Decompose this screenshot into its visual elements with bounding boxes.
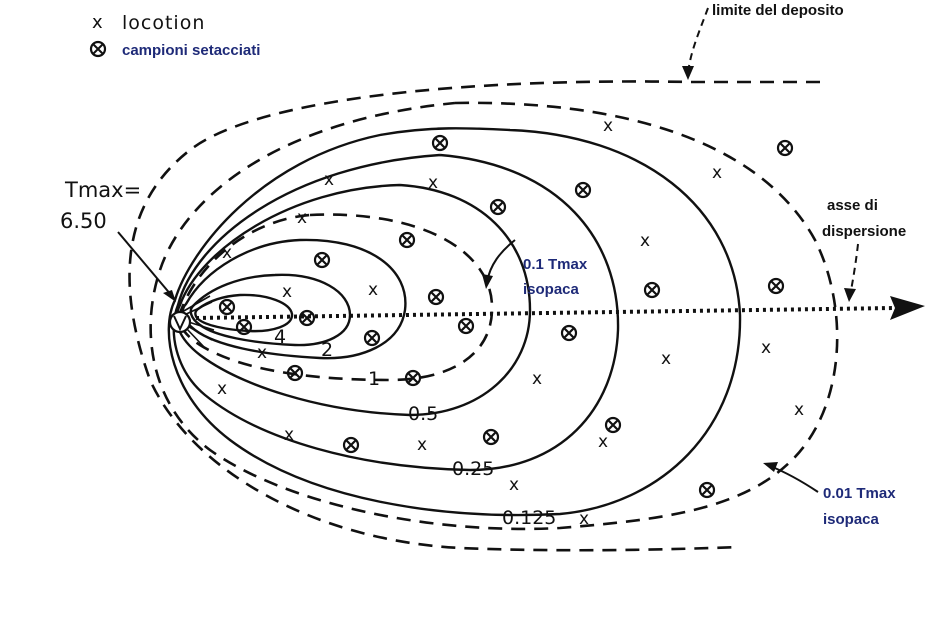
- contour-label-2: 2: [321, 339, 333, 361]
- sieved-sample-icon: [342, 436, 360, 454]
- legend-location-label: locotion: [122, 12, 205, 34]
- sieved-markers: [218, 134, 794, 499]
- iso-0.01-label-line1: 0.01 Tmax: [823, 485, 896, 502]
- contour-label-0.5: 0.5: [408, 403, 438, 425]
- iso-0.1-label-line2: isopaca: [523, 281, 580, 298]
- location-marker: x: [509, 475, 519, 495]
- contour-label-0.125: 0.125: [502, 507, 556, 529]
- vent-hachure: [181, 295, 215, 349]
- location-marker: x: [417, 435, 427, 455]
- location-marker: x: [428, 173, 438, 193]
- contour-label-0.25: 0.25: [452, 458, 494, 480]
- location-marker: x: [579, 509, 589, 529]
- sieved-sample-icon: [427, 288, 445, 306]
- dispersion-axis: [195, 296, 925, 320]
- sieved-sample-icon: [776, 139, 794, 157]
- sieved-sample-icon: [560, 324, 578, 342]
- contour-label-4: 4: [274, 326, 286, 348]
- sieved-sample-icon: [457, 317, 475, 335]
- sieved-sample-icon: [313, 251, 331, 269]
- location-marker: x: [368, 280, 378, 300]
- location-marker: x: [640, 231, 650, 251]
- sieved-sample-icon: [574, 181, 592, 199]
- location-marker: x: [324, 170, 334, 190]
- location-marker: x: [297, 208, 307, 228]
- contour-label-1: 1: [368, 368, 380, 390]
- sieved-sample-icon: [235, 318, 253, 336]
- location-marker: x: [794, 400, 804, 420]
- sieved-sample-icon: [698, 481, 716, 499]
- tmax-label: Tmax=: [64, 178, 141, 202]
- location-marker: x: [661, 349, 671, 369]
- sieved-sample-icon: [489, 198, 507, 216]
- sieved-sample-icon: [398, 231, 416, 249]
- isopach-2: [189, 273, 352, 347]
- location-marker: x: [284, 425, 294, 445]
- iso-0.01-label-line2: isopaca: [823, 511, 880, 528]
- sieved-sample-icon: [363, 329, 381, 347]
- location-markers: x x x x x x x x x x x x x x x x x x x x: [217, 116, 804, 529]
- location-marker: x: [257, 343, 267, 363]
- axis-leader: [849, 243, 859, 297]
- sieved-sample-icon: [482, 428, 500, 446]
- sieved-sample-icon: [431, 134, 449, 152]
- isopach-1: [181, 238, 407, 360]
- legend-location-symbol: x: [92, 12, 103, 33]
- sieved-sample-icon: [218, 298, 236, 316]
- legend-sieved-label: campioni setacciati: [122, 42, 260, 59]
- location-marker: x: [761, 338, 771, 358]
- tmax-value: 6.50: [60, 209, 107, 233]
- location-marker: x: [532, 369, 542, 389]
- location-marker: x: [603, 116, 613, 136]
- vent-marker: [168, 310, 192, 334]
- location-marker: x: [282, 282, 292, 302]
- sieved-sample-icon: [604, 416, 622, 434]
- isopach-0.125: [167, 127, 742, 517]
- deposit-limit-leader: [687, 7, 709, 75]
- sieved-sample-icon: [643, 281, 661, 299]
- location-marker: x: [598, 432, 608, 452]
- sieved-sample-icon: [298, 309, 316, 327]
- legend: x locotion campioni setacciati: [89, 12, 260, 59]
- sieved-sample-icon: [767, 277, 785, 295]
- sieved-sample-icon: [404, 369, 422, 387]
- contour-labels: 4 2 1 0.5 0.25 0.125: [274, 326, 556, 529]
- tmax-leader: [117, 231, 173, 297]
- location-marker: x: [712, 163, 722, 183]
- iso-0.01-annotation: 0.01 Tmax isopaca: [763, 462, 896, 528]
- isopach-0.25: [172, 153, 620, 472]
- deposit-limit-label: limite del deposito: [712, 2, 844, 19]
- axis-label-line1: asse di: [827, 197, 878, 214]
- isopach-0.01-tmax: [149, 101, 839, 531]
- location-marker: x: [217, 379, 227, 399]
- location-marker: x: [222, 243, 232, 263]
- iso-0.1-label-line1: 0.1 Tmax: [523, 256, 588, 273]
- deposit-limit-line: [128, 80, 820, 552]
- axis-label-line2: dispersione: [822, 223, 906, 240]
- iso-0.01-leader: [769, 465, 819, 493]
- tmax-annotation: Tmax= 6.50: [60, 178, 176, 302]
- deposit-limit-annotation: limite del deposito: [682, 2, 844, 80]
- sieved-sample-icon: [286, 364, 304, 382]
- isopach-0.5: [175, 183, 532, 417]
- iso-0.1-annotation: 0.1 Tmax isopaca: [482, 239, 588, 298]
- sieved-sample-icon: [89, 40, 107, 58]
- isopach-0.1-tmax: [178, 213, 494, 382]
- axis-annotation: asse di dispersione: [822, 197, 906, 302]
